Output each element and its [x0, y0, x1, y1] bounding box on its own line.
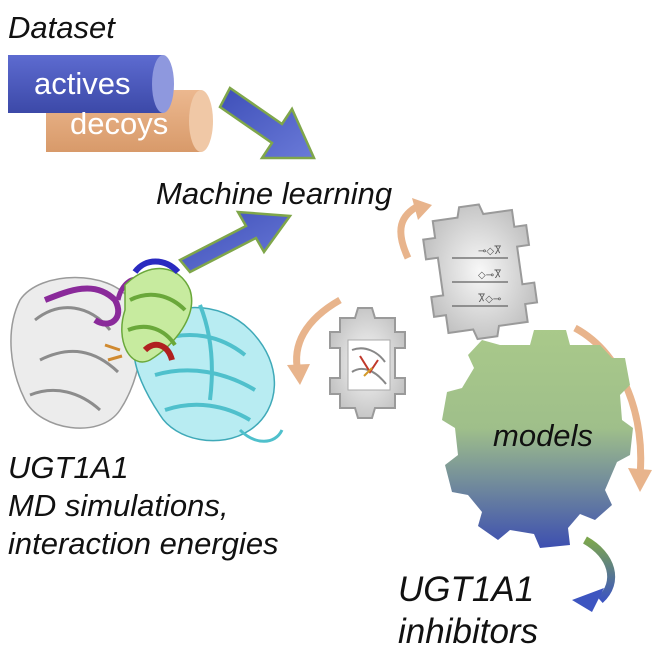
models-gear — [442, 330, 633, 548]
cycle-arrows — [287, 198, 652, 492]
dataset-title: Dataset — [8, 10, 115, 45]
svg-text:◇⊸Ⴟ: ◇⊸Ⴟ — [478, 269, 501, 281]
protein-title: UGT1A1 — [8, 450, 129, 485]
output-inhibitors: inhibitors — [398, 612, 539, 651]
protein-structure — [10, 258, 284, 443]
actives-cylinder — [8, 55, 174, 113]
protein-energies: interaction energies — [8, 526, 279, 561]
gear-top: ⊸◇Ⴟ ◇⊸Ⴟ Ⴟ◇⊸ — [422, 203, 539, 341]
output-arrow — [572, 536, 616, 612]
machine-learning-label: Machine learning — [156, 176, 393, 211]
output-title: UGT1A1 — [398, 570, 535, 609]
protein-arrow — [178, 210, 293, 274]
decoys-label: decoys — [70, 106, 169, 141]
actives-label: actives — [34, 66, 131, 101]
dataset-arrow — [218, 86, 316, 160]
svg-text:Ⴟ◇⊸: Ⴟ◇⊸ — [478, 293, 501, 305]
protein-method: MD simulations, — [8, 488, 229, 523]
svg-text:⊸◇Ⴟ: ⊸◇Ⴟ — [478, 245, 501, 257]
gear-small — [329, 307, 406, 419]
models-label: models — [493, 418, 593, 453]
